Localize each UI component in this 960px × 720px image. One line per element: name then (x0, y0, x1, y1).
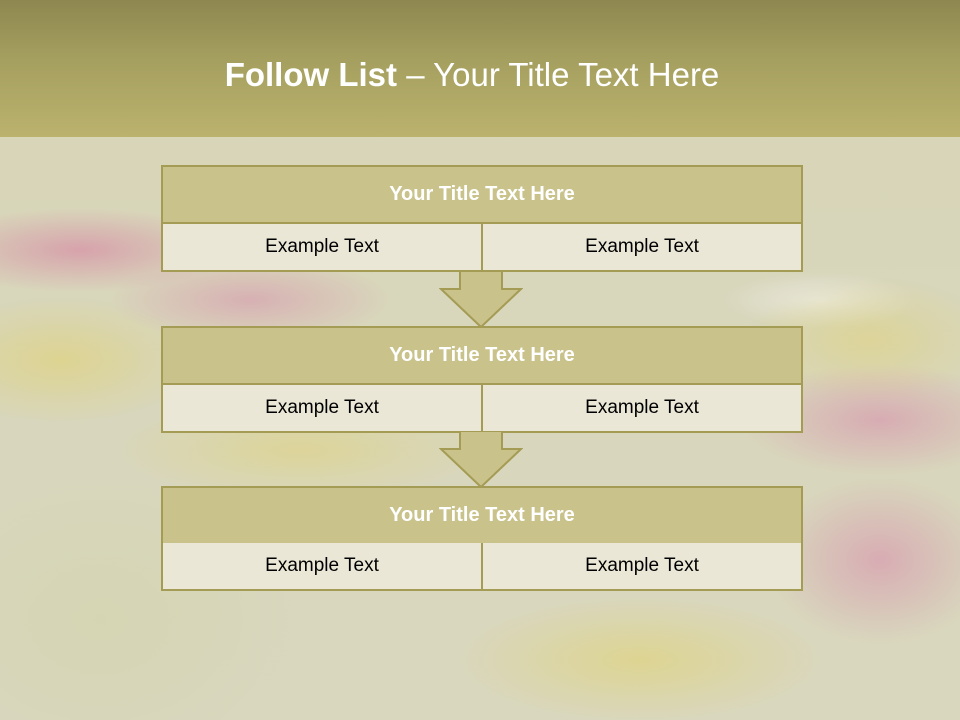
block-2-row: Example Text Example Text (161, 385, 803, 433)
down-arrow-1-icon (439, 271, 523, 329)
slide-title: Follow List – Your Title Text Here (0, 56, 944, 94)
block-1-right-cell: Example Text (481, 224, 801, 270)
down-arrow-2-icon (439, 431, 523, 489)
block-3-right-cell: Example Text (481, 543, 801, 589)
block-3-left-cell: Example Text (265, 555, 379, 576)
block-1-title: Your Title Text Here (161, 165, 803, 224)
block-1-row: Example Text Example Text (161, 224, 803, 272)
block-2-title-text: Your Title Text Here (389, 344, 575, 366)
block-2-title: Your Title Text Here (161, 326, 803, 385)
block-1-left-cell: Example Text (265, 236, 379, 257)
block-3-title: Your Title Text Here (161, 486, 803, 545)
title-bar (0, 0, 960, 137)
block-2-right-cell: Example Text (481, 385, 801, 431)
block-3-row: Example Text Example Text (161, 543, 803, 591)
slide-title-rest: – Your Title Text Here (397, 56, 720, 93)
block-3-title-text: Your Title Text Here (389, 504, 575, 526)
slide-title-bold: Follow List (224, 56, 398, 93)
block-2-left-cell: Example Text (265, 397, 379, 418)
block-1-title-text: Your Title Text Here (389, 183, 575, 205)
